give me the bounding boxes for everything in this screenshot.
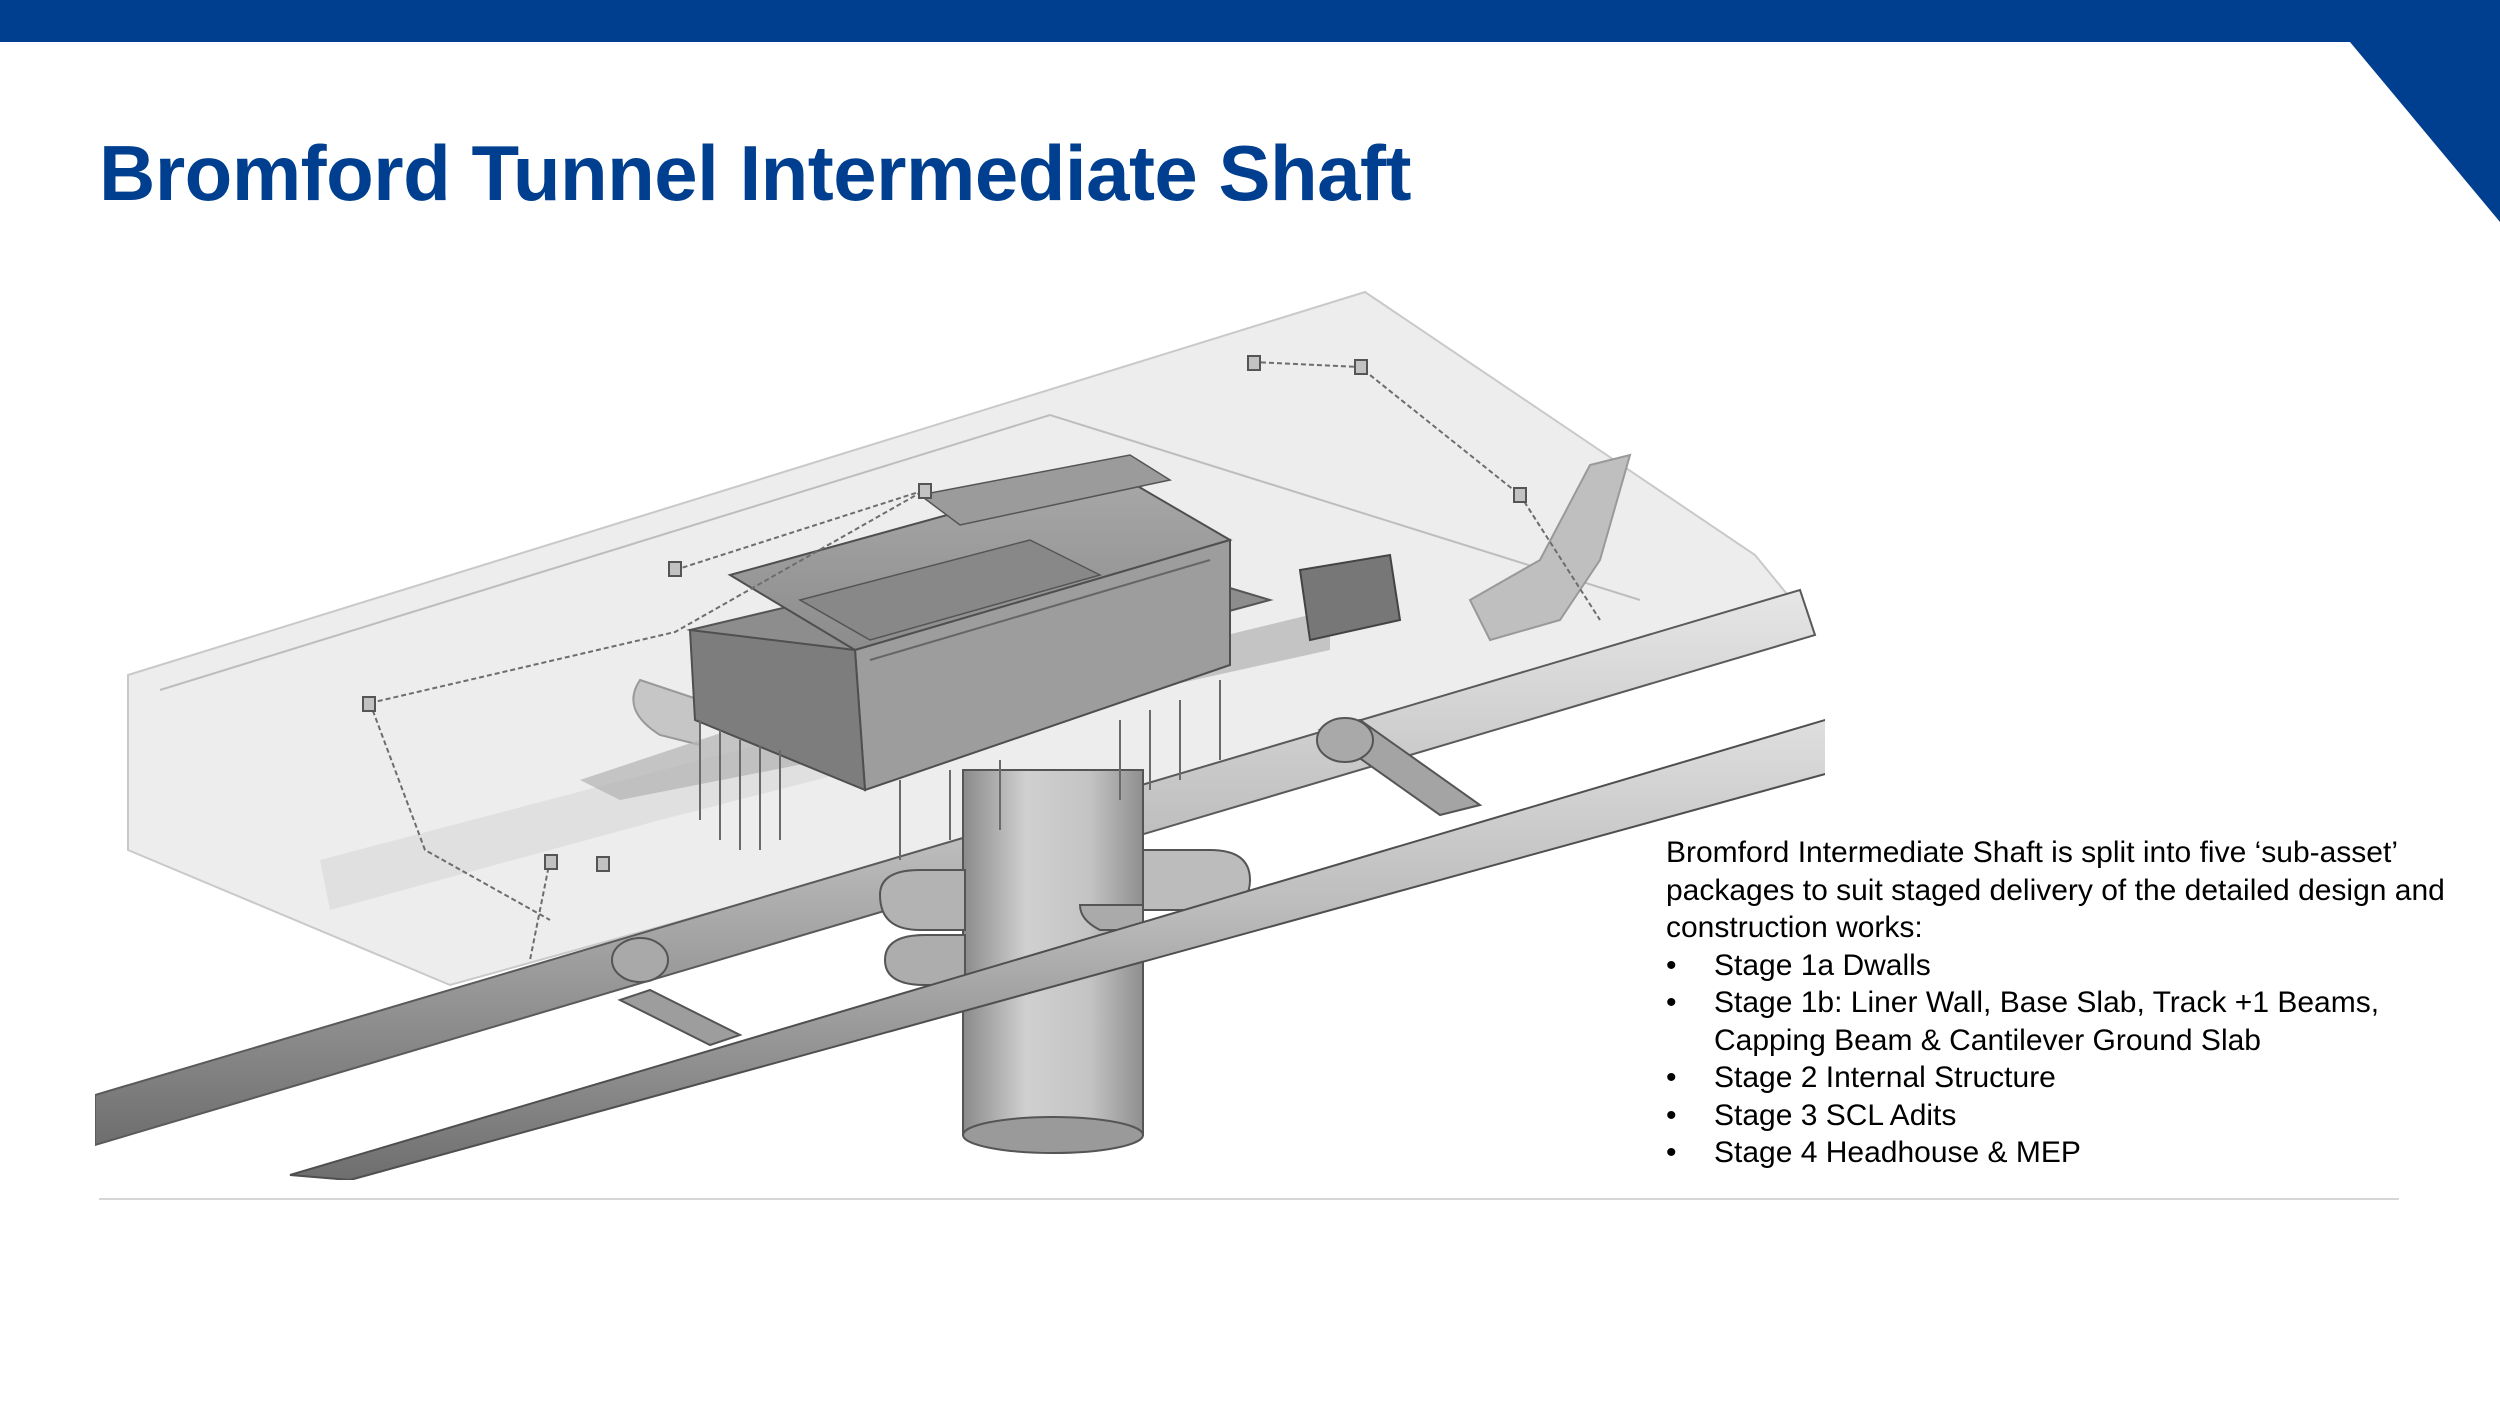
stage-list-item: • Stage 1a Dwalls — [1666, 947, 2466, 985]
stage-label: Stage 4 Headhouse & MEP — [1714, 1136, 2081, 1169]
bullet-icon: • — [1666, 1098, 1677, 1132]
stage-label: Stage 1b: Liner Wall, Base Slab, Track +… — [1714, 986, 2380, 1057]
bullet-icon: • — [1666, 1136, 1677, 1169]
bullet-icon: • — [1666, 986, 1677, 1019]
footer-divider — [99, 1198, 2399, 1200]
stage-list-item: • Stage 2 Internal Structure — [1666, 1059, 2466, 1097]
stage-description: Bromford Intermediate Shaft is split int… — [1666, 834, 2466, 1172]
stage-list-item: • Stage 1b: Liner Wall, Base Slab, Track … — [1666, 984, 2466, 1059]
header-bar — [0, 0, 2500, 42]
stage-list-item: • Stage 3 SCL Adits — [1666, 1097, 2466, 1135]
description-intro: Bromford Intermediate Shaft is split int… — [1666, 836, 2445, 944]
stage-label: Stage 2 Internal Structure — [1714, 1061, 2056, 1094]
stage-label: Stage 3 SCL Adits — [1714, 1098, 1957, 1132]
shaft-3d-model-image — [95, 290, 1825, 1180]
bullet-icon: • — [1666, 1061, 1677, 1094]
stage-list-item: • Stage 4 Headhouse & MEP — [1666, 1134, 2466, 1172]
stage-list: • Stage 1a Dwalls • Stage 1b: Liner Wall, … — [1666, 947, 2466, 1172]
slide-title: Bromford Tunnel Intermediate Shaft — [99, 129, 1411, 217]
bullet-icon: • — [1666, 948, 1677, 982]
stage-label: Stage 1a Dwalls — [1714, 948, 1931, 982]
corner-accent — [2350, 42, 2500, 222]
